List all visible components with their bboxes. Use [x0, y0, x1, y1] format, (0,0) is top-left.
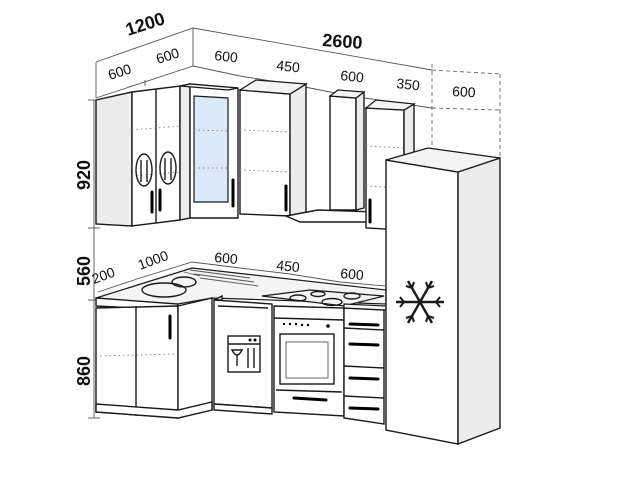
cutlery-icon: [135, 151, 177, 187]
upper-right-dimension-3: 600: [340, 67, 365, 85]
base-height-dimension: 860: [74, 356, 94, 386]
base-left-dimension-2: 1000: [136, 247, 171, 273]
upper-left-dimension-2: 600: [154, 44, 181, 67]
base-cabinets: [95, 267, 387, 425]
upper-height-dimension: 920: [74, 160, 94, 190]
upper-right-dimension-2: 450: [276, 57, 301, 75]
upper-right-dimension-1: 600: [214, 47, 239, 65]
overall-right-dimension: 2600: [322, 30, 363, 53]
gap-height-dimension: 560: [74, 256, 94, 286]
sink: [141, 269, 259, 298]
snowflake-icon: [396, 280, 444, 324]
dishwasher-icon: [227, 335, 261, 373]
base-right-dimension-1: 600: [214, 249, 239, 267]
upper-right-dimension-4: 350: [396, 75, 421, 93]
base-right-dimension-2: 450: [276, 257, 301, 275]
base-left-dimension-1: 200: [90, 264, 118, 287]
refrigerator: [385, 147, 501, 446]
base-right-dimension-3: 600: [340, 265, 365, 283]
cooktop: [261, 289, 385, 307]
base-dimension-lines: [97, 261, 387, 293]
fridge-depth-dimension: 600: [452, 83, 476, 100]
overall-left-dimension: 1200: [123, 8, 167, 39]
upper-left-dimension-1: 600: [106, 60, 133, 83]
upper-cabinets: [95, 79, 416, 231]
